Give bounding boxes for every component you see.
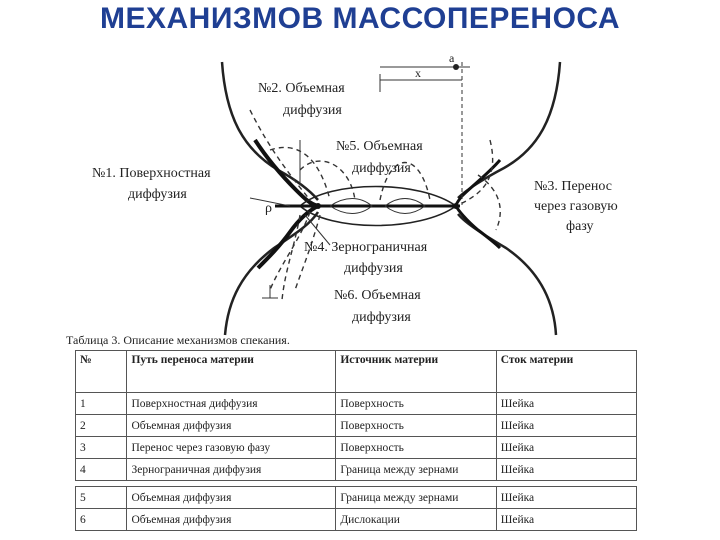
table-cell: Поверхность [335,414,497,437]
table-cell: Шейка [495,458,638,481]
label-rho: ρ [265,201,272,216]
label-m4-line2: диффузия [344,261,403,276]
table-cell: Дислокации [335,508,497,531]
header-source: Источник материи [335,350,497,393]
label-m3-line3: фазу [566,219,594,234]
label-m5-line1: №5. Объемная [336,139,423,154]
table-cell: Шейка [495,486,638,509]
label-m1-line2: диффузия [128,187,187,202]
table-cell: 4 [74,458,128,481]
label-m3-line1: №3. Перенос [534,179,612,194]
a-marker [453,64,459,70]
table-header-row: № Путь переноса материи Источник материи… [74,350,638,393]
label-x: x [415,66,421,80]
mechanisms-table: № Путь переноса материи Источник материи… [74,350,638,481]
label-m3-line2: через газовую [534,199,618,214]
table-cell: 6 [74,508,128,531]
table-row: 2 Объемная диффузия Поверхность Шейка [74,414,638,437]
label-m6-line1: №6. Объемная [334,288,421,303]
table-cell: Граница между зернами [335,458,497,481]
label-m6-line2: диффузия [352,310,411,325]
leader-lines [249,140,331,299]
table-cell: Объемная диффузия [126,414,337,437]
table-cell: 5 [74,486,128,509]
table-caption: Таблица 3. Описание механизмов спекания. [66,333,290,347]
table-cell: Поверхность [335,436,497,459]
page-title: МЕХАНИЗМОВ МАССОПЕРЕНОСА [99,2,621,35]
header-path: Путь переноса материи [126,350,337,393]
diffusion-paths [249,109,501,301]
table-cell: Поверхность [335,392,497,415]
table-cell: Шейка [495,414,638,437]
table-cell: Шейка [495,392,638,415]
table-row: 1 Поверхностная диффузия Поверхность Шей… [74,392,638,415]
table-cell: Объемная диффузия [126,486,337,509]
left-grain-outline [220,61,320,336]
neck-point-left [315,203,321,209]
table-row: 4 Зернограничная диффузия Граница между … [74,458,638,481]
table-cell: Поверхностная диффузия [126,392,337,415]
label-m5-line2: диффузия [352,161,411,176]
label-m4-line1: №4. Зернограничная [304,240,428,255]
label-m1-line1: №1. Поверхностная [92,166,211,181]
neck-point-right [453,203,459,209]
table-cell: Шейка [495,508,638,531]
label-m2-line1: №2. Объемная [258,81,345,96]
mechanisms-table-continued: 5 Объемная диффузия Граница между зернам… [74,486,638,531]
header-sink: Сток материи [495,350,638,393]
table-cell: Зернограничная диффузия [126,458,337,481]
table-cell: Перенос через газовую фазу [126,436,337,459]
table-row: 6 Объемная диффузия Дислокации Шейка [74,508,638,531]
inner-lens-right [384,198,426,214]
header-number: № [74,350,128,393]
table-row: 3 Перенос через газовую фазу Поверхность… [74,436,638,459]
table-cell: 3 [74,436,128,459]
label-a: a [449,51,455,65]
table-cell: Шейка [495,436,638,459]
inner-lens-left [329,198,373,214]
table-cell: Граница между зернами [335,486,497,509]
table-cell: 2 [74,414,128,437]
label-m2-line2: диффузия [283,103,342,118]
table-cell: Объемная диффузия [126,508,337,531]
table-cell: 1 [74,392,128,415]
table-row: 5 Объемная диффузия Граница между зернам… [74,486,638,509]
